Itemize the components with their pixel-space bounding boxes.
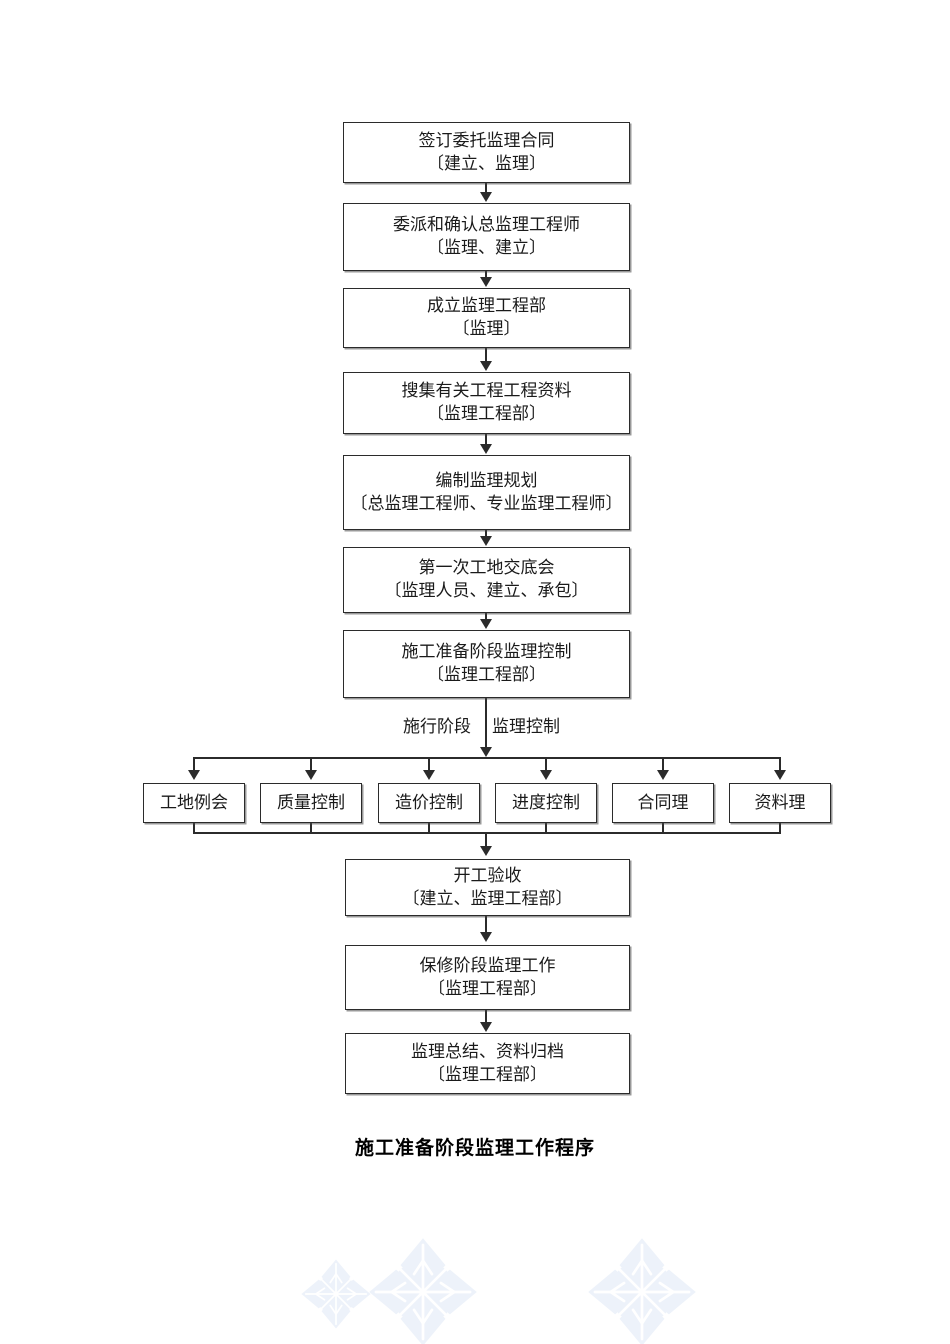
connector-n4-n5 [485, 434, 487, 445]
connector-n3-n4 [485, 348, 487, 361]
riser-p3 [428, 823, 430, 834]
arrowhead-n4-n5 [480, 444, 492, 454]
connector-n5-n6 [485, 530, 487, 538]
connector-n7-to-distribution-bar [485, 698, 487, 752]
arrowhead-n1-n2 [480, 192, 492, 202]
flow-node-label: 资料理 [754, 792, 806, 813]
flow-node-label: 委派和确认总监理工程师 〔监理、建立〕 [393, 215, 580, 258]
arrowhead-p1 [188, 770, 200, 780]
merge-bar [194, 832, 780, 834]
flow-node-collect-project-documents[interactable]: 搜集有关工程工程资料 〔监理工程部〕 [343, 372, 630, 434]
stage-label-left: 施行阶段 [403, 717, 471, 737]
connector-b2-b3 [485, 1010, 487, 1024]
flow-node-quality-control[interactable]: 质量控制 [260, 783, 362, 823]
drop-leg-p6 [779, 757, 781, 773]
flow-node-label: 编制监理规划 〔总监理工程师、专业监理工程师〕 [350, 470, 623, 514]
flow-node-cost-control[interactable]: 造价控制 [378, 783, 480, 823]
flow-node-summary-and-archiving[interactable]: 监理总结、资料归档 〔监理工程部〕 [345, 1033, 630, 1094]
riser-p2 [310, 823, 312, 834]
arrowhead-p3 [423, 770, 435, 780]
flow-node-label: 合同理 [637, 792, 689, 813]
flow-node-sign-supervision-contract[interactable]: 签订委托监理合同 〔建立、监理〕 [343, 122, 630, 183]
connector-merge-to-b1 [485, 832, 487, 848]
drop-leg-p2 [310, 757, 312, 773]
arrowhead-p5 [657, 770, 669, 780]
snowflake-watermark-icon [369, 1238, 477, 1344]
flow-node-label: 工地例会 [160, 792, 228, 813]
arrowhead-n5-n6 [480, 536, 492, 546]
flow-node-prepare-supervision-plan[interactable]: 编制监理规划 〔总监理工程师、专业监理工程师〕 [343, 455, 630, 530]
riser-p4 [545, 823, 547, 834]
flow-node-site-meeting[interactable]: 工地例会 [143, 783, 245, 823]
flow-node-label: 施工准备阶段监理控制 〔监理工程部〕 [401, 642, 572, 685]
flow-node-label: 第一次工地交底会 〔监理人员、建立、承包〕 [384, 558, 589, 601]
snowflake-watermark-icon [588, 1238, 696, 1344]
riser-p6 [779, 823, 781, 834]
connector-n2-n3 [485, 271, 487, 280]
connector-n1-n2 [485, 183, 487, 195]
flow-node-label: 质量控制 [277, 792, 345, 813]
flow-node-warranty-stage-work[interactable]: 保修阶段监理工作 〔监理工程部〕 [345, 945, 630, 1010]
arrowhead-p4 [540, 770, 552, 780]
flow-node-label: 监理总结、资料归档 〔监理工程部〕 [411, 1041, 564, 1085]
flow-node-label: 造价控制 [395, 792, 463, 813]
riser-p5 [662, 823, 664, 834]
flow-node-label: 开工验收 〔建立、监理工程部〕 [402, 865, 573, 909]
connector-b1-b2 [485, 916, 487, 933]
flow-node-contract-management[interactable]: 合同理 [612, 783, 714, 823]
snowflake-watermark-icon [301, 1259, 371, 1329]
arrowhead-merge-to-b1 [480, 846, 492, 856]
drop-leg-p5 [662, 757, 664, 773]
figure-caption: 施工准备阶段监理工作程序 [354, 1137, 595, 1159]
connector-n6-n7 [485, 613, 487, 621]
arrowhead-b2-b3 [480, 1022, 492, 1032]
flow-node-label: 搜集有关工程工程资料 〔监理工程部〕 [401, 381, 572, 424]
arrowhead-distribution-bar [480, 747, 492, 757]
flow-node-appoint-chief-supervisor[interactable]: 委派和确认总监理工程师 〔监理、建立〕 [343, 203, 630, 271]
flow-node-label: 成立监理工程部 〔监理〕 [427, 296, 546, 339]
arrowhead-n6-n7 [480, 619, 492, 629]
stage-label-right: 监理控制 [492, 717, 560, 737]
flow-node-schedule-control[interactable]: 进度控制 [495, 783, 597, 823]
arrowhead-b1-b2 [480, 932, 492, 942]
drop-leg-p4 [545, 757, 547, 773]
flow-node-document-management[interactable]: 资料理 [729, 783, 831, 823]
flow-node-start-work-acceptance[interactable]: 开工验收 〔建立、监理工程部〕 [345, 859, 630, 916]
arrowhead-n2-n3 [480, 277, 492, 287]
flow-node-label: 进度控制 [512, 792, 580, 813]
riser-p1 [193, 823, 195, 834]
arrowhead-n3-n4 [480, 361, 492, 371]
flow-node-first-site-briefing[interactable]: 第一次工地交底会 〔监理人员、建立、承包〕 [343, 547, 630, 613]
drop-leg-p1 [193, 757, 195, 773]
arrowhead-p2 [305, 770, 317, 780]
flow-node-label: 签订委托监理合同 〔建立、监理〕 [418, 130, 555, 174]
drop-leg-p3 [428, 757, 430, 773]
arrowhead-p6 [774, 770, 786, 780]
flow-node-establish-supervision-department[interactable]: 成立监理工程部 〔监理〕 [343, 288, 630, 348]
distribution-bar [194, 757, 780, 759]
flow-node-preparation-stage-control[interactable]: 施工准备阶段监理控制 〔监理工程部〕 [343, 630, 630, 698]
flow-node-label: 保修阶段监理工作 〔监理工程部〕 [419, 955, 556, 999]
